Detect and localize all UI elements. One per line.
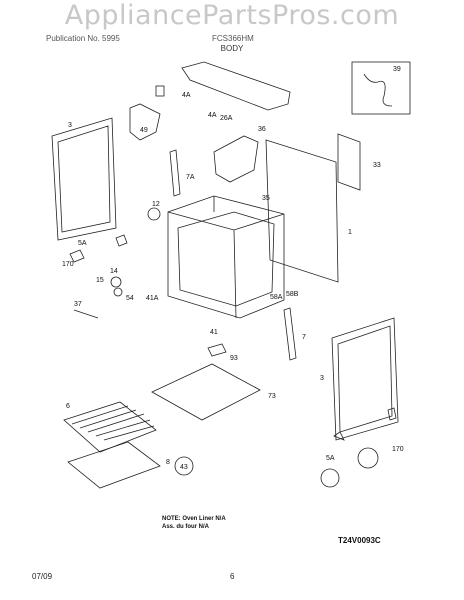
callout: 5A bbox=[326, 455, 335, 462]
callout: 7A bbox=[186, 174, 195, 181]
footer-page: 6 bbox=[230, 572, 235, 581]
oven-rack bbox=[63, 401, 157, 453]
vent-duct-part bbox=[213, 135, 259, 183]
footer-date: 07/09 bbox=[32, 572, 53, 581]
leveling-leg-inset bbox=[174, 456, 194, 476]
callout: 15 bbox=[96, 277, 104, 284]
thermostat-part bbox=[147, 207, 161, 221]
oven-cavity bbox=[177, 211, 275, 307]
oven-body-edges bbox=[167, 196, 285, 319]
callout: 8 bbox=[166, 459, 170, 466]
wire-harness-inset-box bbox=[351, 61, 411, 115]
callout: 58A bbox=[270, 294, 283, 301]
callout: 5A bbox=[78, 240, 87, 247]
top-bracket-part bbox=[181, 61, 291, 111]
callout: 49 bbox=[140, 127, 148, 134]
leveling-leg-part bbox=[357, 447, 379, 469]
callout: 35 bbox=[262, 195, 270, 202]
wire-harness-part bbox=[363, 73, 393, 107]
callout: 33 bbox=[373, 162, 381, 169]
right-side-panel bbox=[331, 317, 399, 441]
callout: 93 bbox=[230, 355, 238, 362]
callout: 4A bbox=[208, 112, 217, 119]
callout: 36 bbox=[258, 126, 266, 133]
callout: 4A bbox=[182, 92, 191, 99]
note-line-1: NOTE: Oven Liner N/A bbox=[162, 516, 226, 522]
back-cover-part bbox=[337, 133, 361, 191]
callout: 1 bbox=[348, 229, 352, 236]
callout: 12 bbox=[152, 201, 160, 208]
callout: 26A bbox=[220, 115, 233, 122]
rack-wires bbox=[71, 405, 155, 441]
callout: 170 bbox=[62, 261, 74, 268]
light-socket-part bbox=[110, 276, 122, 288]
leveling-leg-inset-right bbox=[320, 468, 340, 488]
left-panel-inner bbox=[57, 125, 111, 233]
part-93 bbox=[207, 343, 227, 357]
callout: 58B bbox=[286, 291, 299, 298]
watermark: AppliancePartsPros.com bbox=[64, 0, 400, 31]
callout: 41A bbox=[146, 295, 159, 302]
callout: 41 bbox=[210, 329, 218, 336]
bulb-part bbox=[113, 287, 123, 297]
callout: 54 bbox=[126, 295, 134, 302]
callout: 3 bbox=[320, 375, 324, 382]
part-170-right bbox=[387, 407, 397, 421]
connector-part bbox=[155, 85, 165, 97]
publication-number: Publication No. 5995 bbox=[46, 34, 120, 43]
left-side-panel bbox=[51, 117, 117, 241]
note-line-2: Ass. du four N/A bbox=[162, 524, 210, 530]
terminal-block-part bbox=[129, 103, 161, 141]
right-panel-inner bbox=[337, 325, 393, 433]
rear-panel bbox=[265, 139, 339, 283]
drawing-code: T24V0093C bbox=[338, 536, 381, 545]
callout: 73 bbox=[268, 393, 276, 400]
oven-bottom-panel bbox=[151, 363, 261, 421]
drawer-liner bbox=[67, 441, 161, 489]
callout: 7 bbox=[302, 334, 306, 341]
callout: 170 bbox=[392, 446, 404, 453]
section-title: BODY bbox=[220, 44, 244, 53]
model-number: FCS366HM bbox=[212, 34, 254, 43]
callout: 3 bbox=[68, 122, 72, 129]
callout: 6 bbox=[66, 403, 70, 410]
part-5a-right bbox=[333, 431, 345, 441]
front-trim-right bbox=[283, 307, 297, 361]
callout: 39 bbox=[393, 66, 401, 73]
front-trim-left bbox=[169, 149, 181, 197]
callout: 37 bbox=[74, 301, 82, 308]
wire-37 bbox=[73, 309, 99, 319]
callout: 14 bbox=[110, 268, 118, 275]
part-5a-left bbox=[69, 249, 85, 263]
callout: 43 bbox=[180, 464, 188, 471]
part-170-left bbox=[115, 234, 128, 247]
